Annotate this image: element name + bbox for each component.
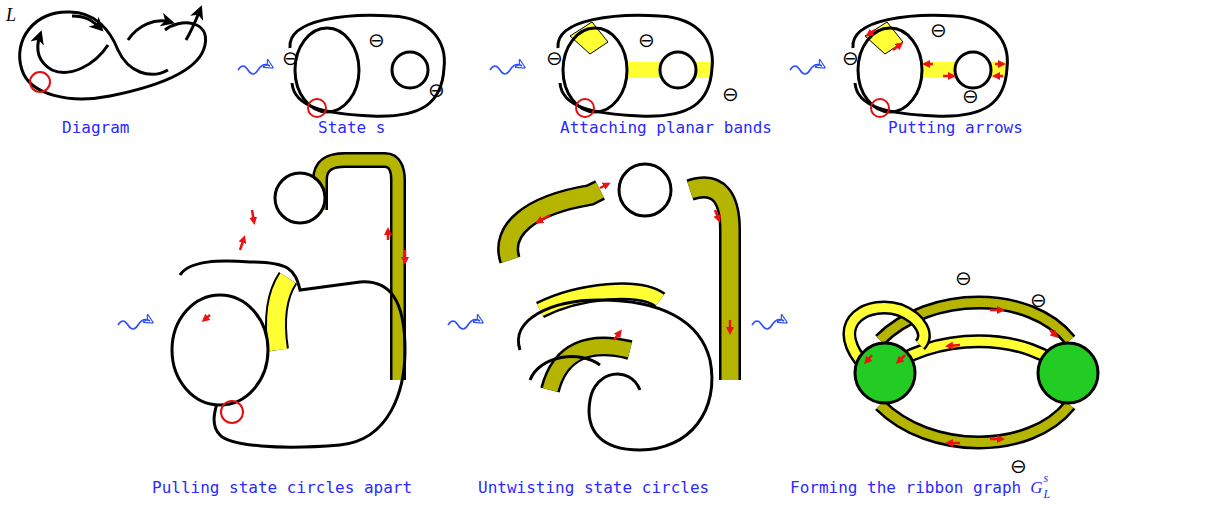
state-sign: ⊖ [546, 48, 563, 68]
state-sign: ⊖ [638, 30, 655, 50]
state-sign: ⊖ [428, 80, 445, 100]
panel-caption: Pulling state circles apart [152, 480, 412, 496]
graph-superscript: s [1043, 472, 1048, 484]
panel-caption: Diagram [62, 120, 129, 136]
graph-symbol: G [1030, 479, 1042, 496]
state-sign: ⊖ [722, 84, 739, 104]
state-sign: ⊖ [930, 20, 947, 40]
state-sign: ⊖ [1030, 290, 1047, 310]
panel-caption: State s [318, 120, 385, 136]
panel-caption: Attaching planar bands [560, 120, 772, 136]
state-sign: ⊖ [842, 48, 859, 68]
state-sign: ⊖ [368, 30, 385, 50]
state-sign: ⊖ [962, 86, 979, 106]
state-sign: ⊖ [1010, 456, 1027, 476]
panel-caption: Untwisting state circles [478, 480, 709, 496]
knot-name: L [6, 6, 16, 24]
panel-caption: Putting arrows [888, 120, 1023, 136]
panel-caption: Forming the ribbon graph [790, 480, 1021, 496]
graph-subscript: L [1043, 488, 1050, 500]
state-sign: ⊖ [955, 268, 972, 288]
state-sign: ⊖ [282, 48, 299, 68]
